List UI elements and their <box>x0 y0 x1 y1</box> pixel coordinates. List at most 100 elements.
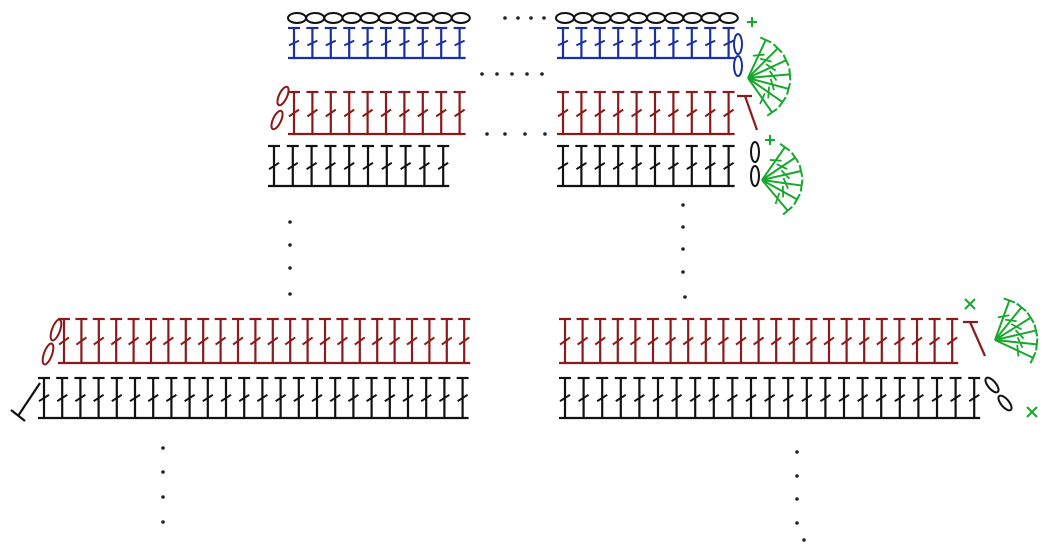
blue-left-stitch <box>453 26 466 58</box>
stitch-slash <box>371 336 383 346</box>
black-bottom-left-stitch <box>456 376 469 418</box>
red-right-stitch <box>630 90 643 134</box>
chain-stitch <box>733 33 743 55</box>
red-bottom-left-stitch <box>127 317 140 363</box>
black-bottom-right-stitch <box>782 376 795 418</box>
stitch-slash <box>215 336 227 346</box>
slip-mark <box>964 298 976 310</box>
black-bottom-left-stitch <box>420 376 433 418</box>
stitch-slash <box>347 393 359 403</box>
chain-stitch <box>270 109 284 131</box>
stitch-slash <box>723 161 735 171</box>
stitch-slash <box>441 336 453 346</box>
continuation-dot <box>510 72 514 76</box>
fan-spoke <box>994 300 1011 341</box>
stitch-slash <box>302 336 314 346</box>
stitch-slash <box>362 108 374 118</box>
black-bottom-right-stitch <box>893 376 906 418</box>
fan-spoke-slash <box>767 86 770 99</box>
continuation-dot <box>161 446 165 450</box>
chain-stitch <box>627 12 648 24</box>
red-bottom-left-stitch <box>232 317 244 363</box>
stitch-slash <box>197 336 209 346</box>
fan-spoke-top <box>778 96 787 108</box>
stitch-slash <box>184 393 196 403</box>
stitch-slash <box>384 393 396 403</box>
black-bottom-left-stitch <box>147 376 160 418</box>
continuation-dot <box>525 72 529 76</box>
black-right-stitch <box>649 144 661 186</box>
stitch-slash <box>647 336 659 346</box>
stitch-slash <box>946 336 958 346</box>
fan-spoke <box>747 39 767 79</box>
chain-stitch <box>414 12 435 24</box>
red-left-stitch <box>453 90 466 134</box>
turning-dc <box>17 382 41 417</box>
stitch-slash <box>275 393 287 403</box>
stitch-slash <box>764 393 776 403</box>
stitch-slash <box>74 393 86 403</box>
stitch-slash <box>457 393 469 403</box>
red-bottom-right-stitch <box>647 317 659 363</box>
stitch-slash <box>306 161 318 171</box>
red-bottom-right-stitch <box>787 317 800 363</box>
blue-right-stitch <box>630 26 643 58</box>
fan-bottom <box>994 297 1039 364</box>
red-bottom-left-stitch <box>301 317 314 363</box>
chain-stitch <box>49 318 63 342</box>
stitch-slash <box>557 108 569 118</box>
red-right-stitch <box>575 90 588 134</box>
stitch-slash <box>686 108 698 118</box>
stitch-slash <box>665 336 677 346</box>
stitch-slash <box>362 39 374 47</box>
stitch-slash <box>838 393 850 403</box>
stitch-slash <box>288 39 300 47</box>
fan-spoke-top <box>1003 297 1016 304</box>
stitch-slash <box>202 393 214 403</box>
blue-left-stitch <box>398 26 411 58</box>
red-bottom-right-stitch <box>840 317 853 363</box>
stitch-slash <box>129 393 141 403</box>
stitch-slash <box>406 336 418 346</box>
red-bottom-left-stitch <box>110 317 123 363</box>
red-bottom-left-stitch <box>162 317 175 363</box>
fan-middle <box>761 142 804 216</box>
red-bottom-left-stitch <box>179 317 192 363</box>
fan-spoke-slash <box>1016 336 1024 349</box>
continuation-dot <box>540 72 544 76</box>
chain-stitch <box>305 12 326 24</box>
stitch-slash <box>612 39 624 47</box>
stitch-slash <box>575 108 587 118</box>
fan-spoke-top <box>779 142 791 152</box>
fan-spoke <box>994 316 1032 341</box>
stitch-slash <box>559 393 571 403</box>
red-left-stitch <box>324 90 337 134</box>
stitch-slash <box>306 39 318 47</box>
stitch-slash <box>726 393 738 403</box>
stitch-slash <box>912 393 924 403</box>
stitch-slash <box>249 336 261 346</box>
continuation-dot <box>288 220 292 224</box>
stitch-slash <box>288 108 300 118</box>
fan-spoke-top <box>793 193 801 206</box>
continuation-dot <box>542 16 546 20</box>
stitch-slash <box>704 161 716 171</box>
continuation-dot <box>516 16 520 20</box>
black-left-stitch <box>399 144 412 186</box>
stitch-slash <box>162 336 174 346</box>
black-bottom-right-stitch <box>614 376 627 418</box>
black-bottom-right-stitch <box>800 376 813 418</box>
fan-spoke-slash <box>769 159 782 162</box>
chain-stitch <box>997 394 1013 412</box>
fan-spoke <box>747 59 787 79</box>
black-bottom-left-stitch <box>201 376 214 418</box>
stitch-slash <box>336 336 348 346</box>
stitch-slash <box>745 393 757 403</box>
stitch-slash <box>575 161 587 171</box>
black-bottom-right-stitch <box>763 376 776 418</box>
red-bottom-left-stitch <box>353 317 366 363</box>
red-bottom-right-stitch <box>946 317 959 363</box>
red-left-stitch <box>361 90 374 134</box>
stitch-slash <box>311 393 323 403</box>
fan-spoke-top <box>766 108 778 117</box>
